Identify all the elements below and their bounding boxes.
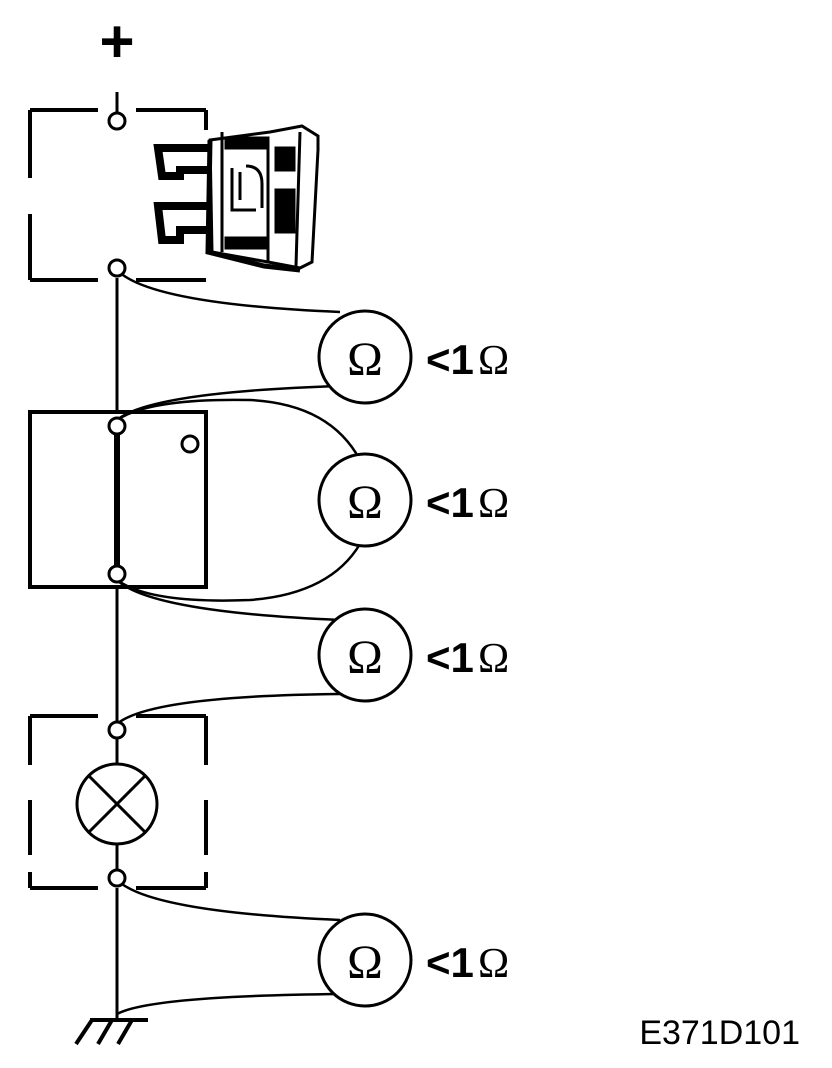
ohmmeter-3: Ω xyxy=(317,607,413,703)
ground-icon xyxy=(74,1018,148,1046)
fuse-box xyxy=(28,108,208,282)
reading-1: <1 Ω xyxy=(426,336,509,384)
terminal xyxy=(107,868,127,888)
reading-value: <1 xyxy=(426,939,474,986)
ohmmeter-2: Ω xyxy=(317,452,413,548)
switch-indicator-dot xyxy=(180,434,200,454)
reading-2: <1 Ω xyxy=(426,479,509,527)
ohm-symbol: Ω xyxy=(347,936,383,989)
reading-unit: Ω xyxy=(478,941,509,987)
terminal xyxy=(107,258,127,278)
reading-3: <1 Ω xyxy=(426,634,509,682)
reference-code: E371D101 xyxy=(639,1014,800,1052)
meter-leads xyxy=(116,269,362,1016)
lamp-box xyxy=(28,714,208,890)
ohm-symbol: Ω xyxy=(347,476,383,529)
blade-fuse-icon xyxy=(153,124,320,273)
ohmmeter-1: Ω xyxy=(317,309,413,405)
reading-value: <1 xyxy=(426,634,474,681)
terminals xyxy=(107,111,127,888)
reading-unit: Ω xyxy=(478,481,509,527)
terminal xyxy=(107,111,127,131)
reading-4: <1 Ω xyxy=(426,939,509,987)
supply-plus-symbol: + xyxy=(99,8,134,75)
terminal xyxy=(107,564,127,584)
reading-value: <1 xyxy=(426,479,474,526)
reading-unit: Ω xyxy=(478,338,509,384)
terminal xyxy=(107,720,127,740)
reading-value: <1 xyxy=(426,336,474,383)
reading-unit: Ω xyxy=(478,636,509,682)
lamp-icon xyxy=(75,762,159,846)
ohmmeter-4: Ω xyxy=(317,912,413,1008)
ohm-symbol: Ω xyxy=(347,631,383,684)
terminal xyxy=(107,416,127,436)
ohm-symbol: Ω xyxy=(347,333,383,386)
